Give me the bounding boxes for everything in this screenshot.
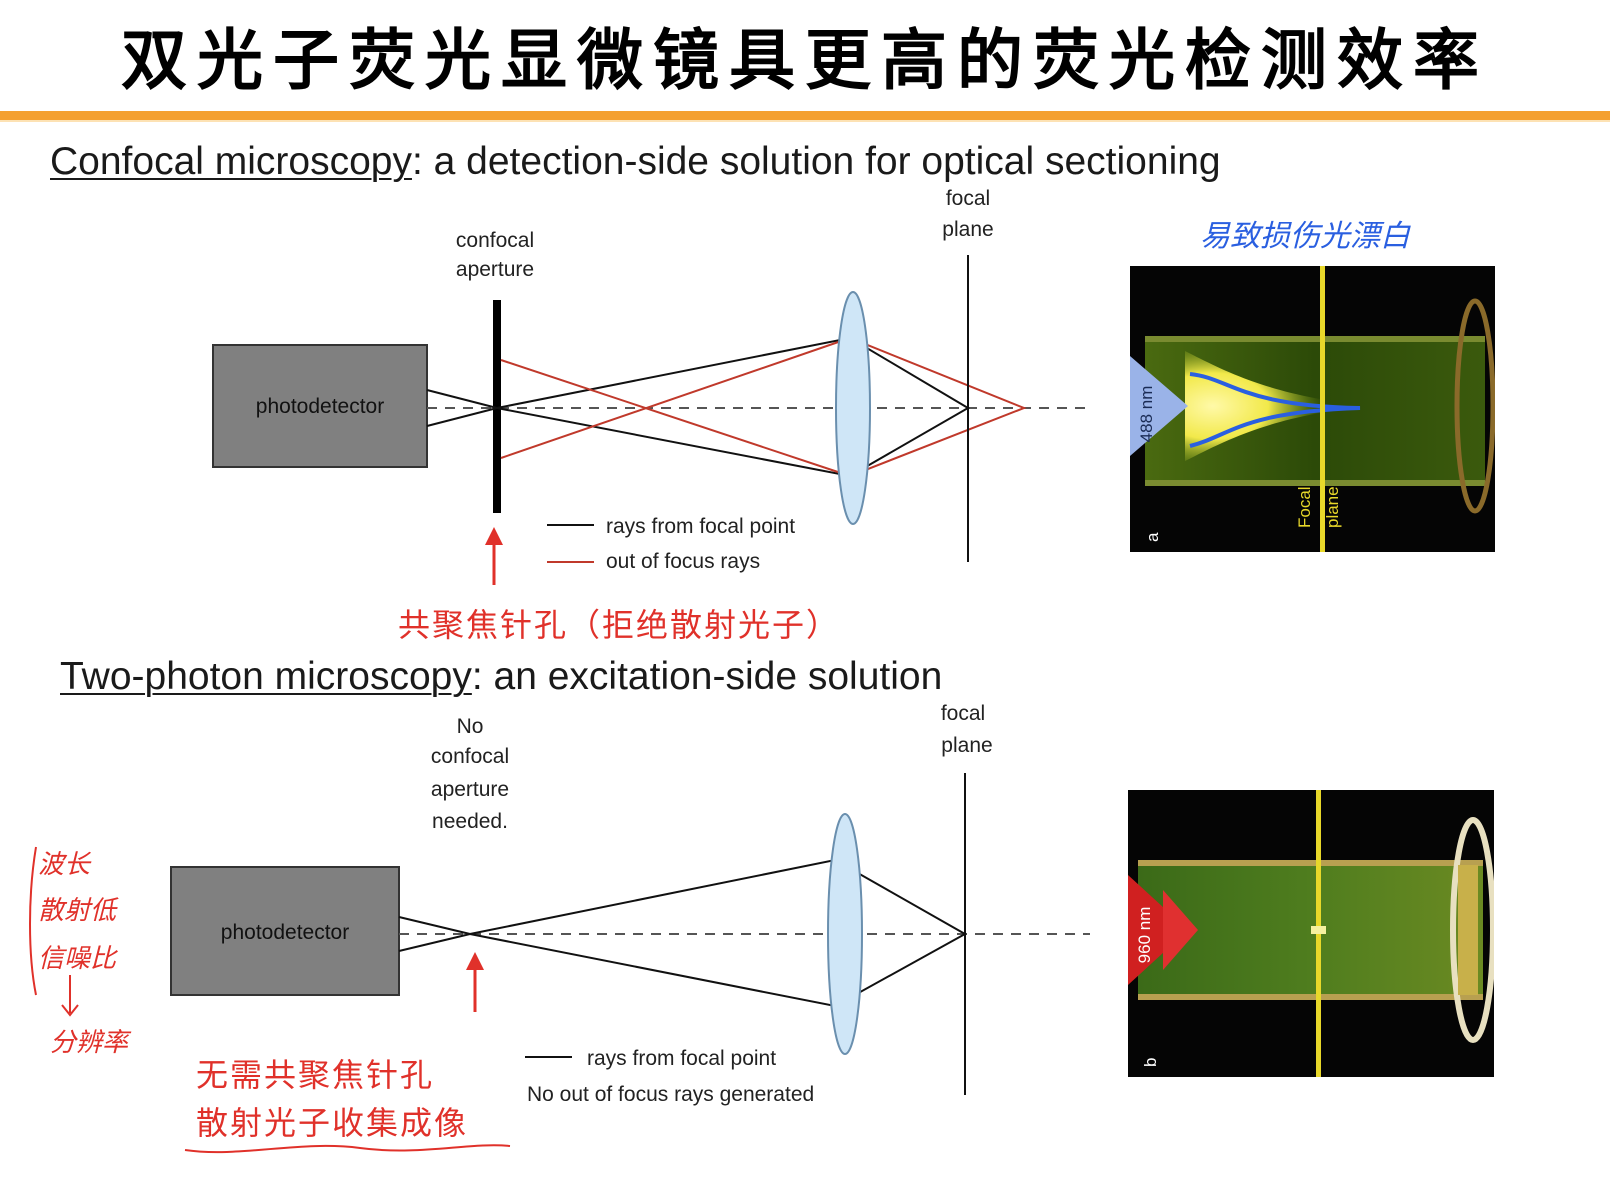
confocal-heading-underlined: Confocal microscopy xyxy=(50,140,412,183)
focal-rays-2 xyxy=(398,858,968,1008)
focal-label-2-line1: focal xyxy=(941,702,985,725)
focal-label-line2: plane xyxy=(942,218,993,241)
confocal-heading-rest: : a detection-side solution for optical … xyxy=(411,140,1221,183)
focal-label-line1: focal xyxy=(946,187,990,210)
panel-a-label: a xyxy=(1143,532,1162,542)
aperture-arrow xyxy=(485,527,503,585)
photodetector-label: photodetector xyxy=(256,395,384,418)
svg-text:易致损伤光漂白: 易致损伤光漂白 xyxy=(1200,219,1411,254)
twophoton-heading: Two-photon microscopy: an excitation-sid… xyxy=(60,655,942,699)
confocal-aperture-bar xyxy=(493,300,501,513)
confocal-diagram: photodetector confocal aperture focal pl… xyxy=(212,187,1090,585)
margin-notes: 波长 散射低 信噪比 分辨率 xyxy=(29,846,132,1058)
margin-note-4: 分辨率 xyxy=(50,1028,132,1058)
twophoton-micrograph: 960 nm b xyxy=(1128,790,1494,1077)
blue-handwritten-note: 易致损伤光漂白 xyxy=(1200,219,1411,254)
no-aperture-line1: No xyxy=(457,715,484,738)
crossing-arrow xyxy=(466,952,484,1012)
panel-b-label: b xyxy=(1141,1058,1160,1067)
legend-black-label: rays from focal point xyxy=(606,515,795,538)
photodetector-box xyxy=(212,344,428,468)
confocal-micrograph: 488 nm Focal plane a xyxy=(1130,266,1495,552)
legend-red-label: out of focus rays xyxy=(606,550,760,573)
margin-note-1: 波长 xyxy=(38,850,92,880)
no-pinhole-annotation: 无需共聚焦针孔 xyxy=(196,1056,435,1094)
page-title: 双光子荧光显微镜具更高的荧光检测效率 xyxy=(121,21,1489,99)
aperture-label-line2: aperture xyxy=(456,258,534,281)
out-of-focus-rays xyxy=(500,336,1027,478)
legend-note: No out of focus rays generated xyxy=(527,1083,814,1106)
handwritten-underline xyxy=(184,1144,511,1154)
focal-plane-text-2: plane xyxy=(1323,486,1342,528)
photodetector-label-2: photodetector xyxy=(221,921,349,944)
margin-note-2: 散射低 xyxy=(38,896,119,926)
legend-black-label-2: rays from focal point xyxy=(587,1047,776,1070)
wavelength-960-label: 960 nm xyxy=(1135,907,1154,964)
twophoton-heading-underlined: Two-photon microscopy xyxy=(60,655,472,698)
twophoton-diagram: photodetector No confocal aperture neede… xyxy=(170,702,1090,1106)
wavelength-488-label: 488 nm xyxy=(1137,386,1156,443)
margin-note-3: 信噪比 xyxy=(38,944,118,974)
focal-label-2-line2: plane xyxy=(941,734,992,757)
no-aperture-line4: needed. xyxy=(432,810,508,833)
no-aperture-line3: aperture xyxy=(431,778,509,801)
aperture-label-line1: confocal xyxy=(456,229,534,252)
title-divider-shadow xyxy=(0,120,1610,122)
no-aperture-line2: confocal xyxy=(431,745,509,768)
twophoton-heading-rest: : an excitation-side solution xyxy=(471,655,943,698)
scatter-collection-annotation: 散射光子收集成像 xyxy=(196,1104,469,1142)
confocal-heading: Confocal microscopy: a detection-side so… xyxy=(50,140,1221,184)
objective-lens xyxy=(835,291,871,525)
confocal-pinhole-annotation: 共聚焦针孔（拒绝散射光子） xyxy=(398,606,841,644)
focal-plane-text-1: Focal xyxy=(1295,486,1314,528)
objective-lens-2 xyxy=(827,813,863,1055)
photodetector-box-2 xyxy=(170,866,400,996)
title-divider xyxy=(0,111,1610,120)
